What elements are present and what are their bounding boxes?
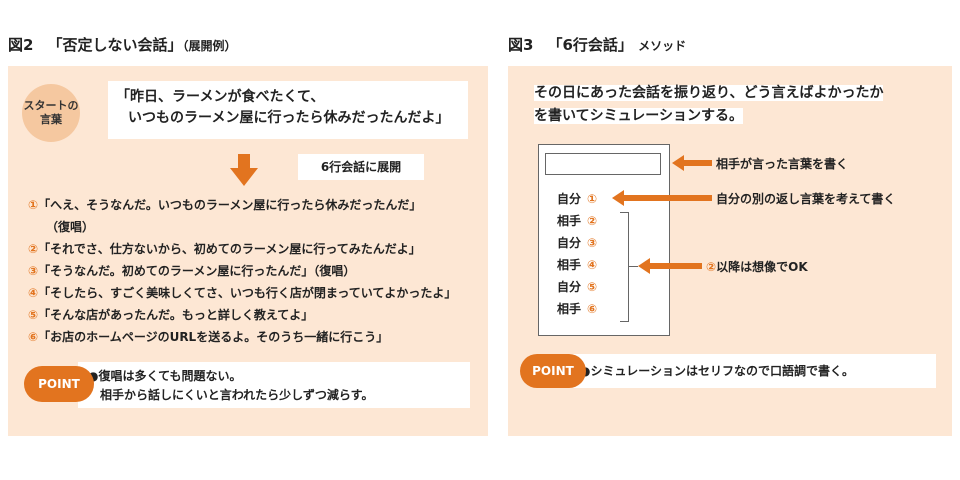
sim-row-who: 自分	[557, 236, 582, 250]
fig3-number: 図3	[508, 36, 534, 54]
sim-row-mark: ①	[587, 192, 598, 206]
down-arrow-icon	[230, 154, 258, 186]
fig2-title: 図2 「否定しない会話」（展開例）	[8, 34, 236, 55]
note-partner-words: 相手が言った言葉を書く	[716, 157, 849, 171]
fig3-point-box: ●シミュレーションはセリフなので口語調で書く。	[570, 354, 936, 388]
sim-row-who: 自分	[557, 280, 582, 294]
conversation-lines: ①「へえ、そうなんだ。いつものラーメン屋に行ったら休みだったんだ」 （復唱） ②…	[28, 194, 478, 348]
line-text: 「へえ、そうなんだ。いつものラーメン屋に行ったら休みだったんだ」	[38, 198, 422, 212]
conversation-line: ①「へえ、そうなんだ。いつものラーメン屋に行ったら休みだったんだ」	[28, 194, 478, 216]
partner-words-field	[545, 153, 661, 175]
fig3-panel: その日にあった会話を振り返り、どう言えばよかったか を書いてシミュレーションする…	[508, 66, 952, 436]
sim-row: 相手 ⑥	[557, 299, 597, 319]
sim-row: 相手 ④	[557, 255, 597, 275]
fig2-panel: スタートの 言葉 「昨日、ラーメンが食べたくて、 いつものラーメン屋に行ったら休…	[8, 66, 488, 436]
bracket-stem	[628, 266, 638, 267]
sim-row-mark: ④	[587, 258, 598, 272]
line-text: 「お店のホームページのURLを送るよ。そのうち一緒に行こう」	[38, 330, 389, 344]
fig3-point-text: ●シミュレーションはセリフなので口語調で書く。	[580, 364, 854, 378]
start-quote: 「昨日、ラーメンが食べたくて、 いつものラーメン屋に行ったら休みだったんだよ」	[108, 81, 468, 139]
rows-bracket	[620, 212, 629, 322]
sim-row-mark: ②	[587, 214, 598, 228]
sim-row-who: 自分	[557, 192, 582, 206]
conversation-line: ⑤「そんな店があったんだ。もっと詳しく教えてよ」	[28, 304, 478, 326]
fig2-subtitle: （展開例）	[182, 39, 237, 53]
note-imagine-text: 以降は想像でOK	[716, 260, 808, 274]
fig2-point-box: ●復唱は多くても問題ない。 相手から話しにくいと言われたら少しずつ減らす。	[78, 362, 470, 408]
sim-row: 自分 ③	[557, 233, 597, 253]
fig2-number: 図2	[8, 36, 34, 54]
sim-row-who: 相手	[557, 258, 582, 272]
sim-row: 自分 ⑤	[557, 277, 597, 297]
conversation-line: （復唱）	[28, 216, 478, 238]
left-arrow-icon	[612, 190, 712, 206]
line-mark: ②	[28, 242, 39, 256]
fig3-lead-line1: その日にあった会話を振り返り、どう言えばよかったか	[534, 85, 884, 101]
sim-row-who: 相手	[557, 302, 582, 316]
line-mark: ④	[28, 286, 39, 300]
start-quote-line2: いつものラーメン屋に行ったら休みだったんだよ」	[128, 110, 450, 126]
left-arrow-icon	[638, 258, 702, 274]
line-mark: ⑥	[28, 330, 39, 344]
line-text: 「そしたら、すごく美味しくてさ、いつも行く店が閉まっていてよかったよ」	[38, 286, 457, 300]
line-text: （復唱）	[46, 220, 95, 234]
note-imagine-mark: ②	[706, 260, 717, 274]
line-mark: ⑤	[28, 308, 39, 322]
sim-row: 自分 ①	[557, 189, 597, 209]
fig2-point-badge: POINT	[24, 366, 94, 402]
fig3-title-text: 「6行会話」	[547, 36, 633, 54]
sim-row: 相手 ②	[557, 211, 597, 231]
note-imagine: ②以降は想像でOK	[706, 258, 808, 275]
line-mark: ③	[28, 264, 39, 278]
start-badge-line2: 言葉	[40, 113, 62, 126]
left-arrow-icon	[672, 155, 712, 171]
start-badge: スタートの 言葉	[22, 84, 80, 142]
fig2-point-line1: ●復唱は多くても問題ない。	[88, 369, 242, 383]
conversation-line: ③「そうなんだ。初めてのラーメン屋に行ったんだ」（復唱）	[28, 260, 478, 282]
simulation-sheet: 自分 ① 相手 ② 自分 ③ 相手 ④ 自分 ⑤ 相手 ⑥	[538, 144, 670, 336]
sim-row-who: 相手	[557, 214, 582, 228]
note-own-reply: 自分の別の返し言葉を考えて書く	[716, 192, 896, 206]
conversation-line: ④「そしたら、すごく美味しくてさ、いつも行く店が閉まっていてよかったよ」	[28, 282, 478, 304]
line-text: 「それでさ、仕方ないから、初めてのラーメン屋に行ってみたんだよ」	[38, 242, 421, 256]
start-badge-line1: スタートの	[23, 99, 79, 112]
fig3-lead-line2: を書いてシミュレーションする。	[534, 108, 744, 124]
sim-row-mark: ⑥	[587, 302, 598, 316]
start-quote-line1: 「昨日、ラーメンが食べたくて、	[116, 89, 325, 105]
conversation-line: ②「それでさ、仕方ないから、初めてのラーメン屋に行ってみたんだよ」	[28, 238, 478, 260]
conversation-line: ⑥「お店のホームページのURLを送るよ。そのうち一緒に行こう」	[28, 326, 478, 348]
line-mark: ①	[28, 198, 39, 212]
sim-row-mark: ⑤	[587, 280, 598, 294]
fig3-point-badge: POINT	[520, 354, 586, 388]
fig3-lead: その日にあった会話を振り返り、どう言えばよかったか を書いてシミュレーションする…	[534, 82, 934, 128]
fig2-point-line2: 相手から話しにくいと言われたら少しずつ減らす。	[100, 388, 374, 402]
fig3-title: 図3 「6行会話」 メソッド	[508, 34, 686, 55]
line-text: 「そんな店があったんだ。もっと詳しく教えてよ」	[38, 308, 314, 322]
fig3-subtitle: メソッド	[638, 39, 687, 53]
fig2-title-text: 「否定しない会話」	[47, 36, 183, 54]
expand-label: 6行会話に展開	[298, 154, 424, 180]
line-text: 「そうなんだ。初めてのラーメン屋に行ったんだ」（復唱）	[38, 264, 356, 278]
sim-row-mark: ③	[587, 236, 598, 250]
